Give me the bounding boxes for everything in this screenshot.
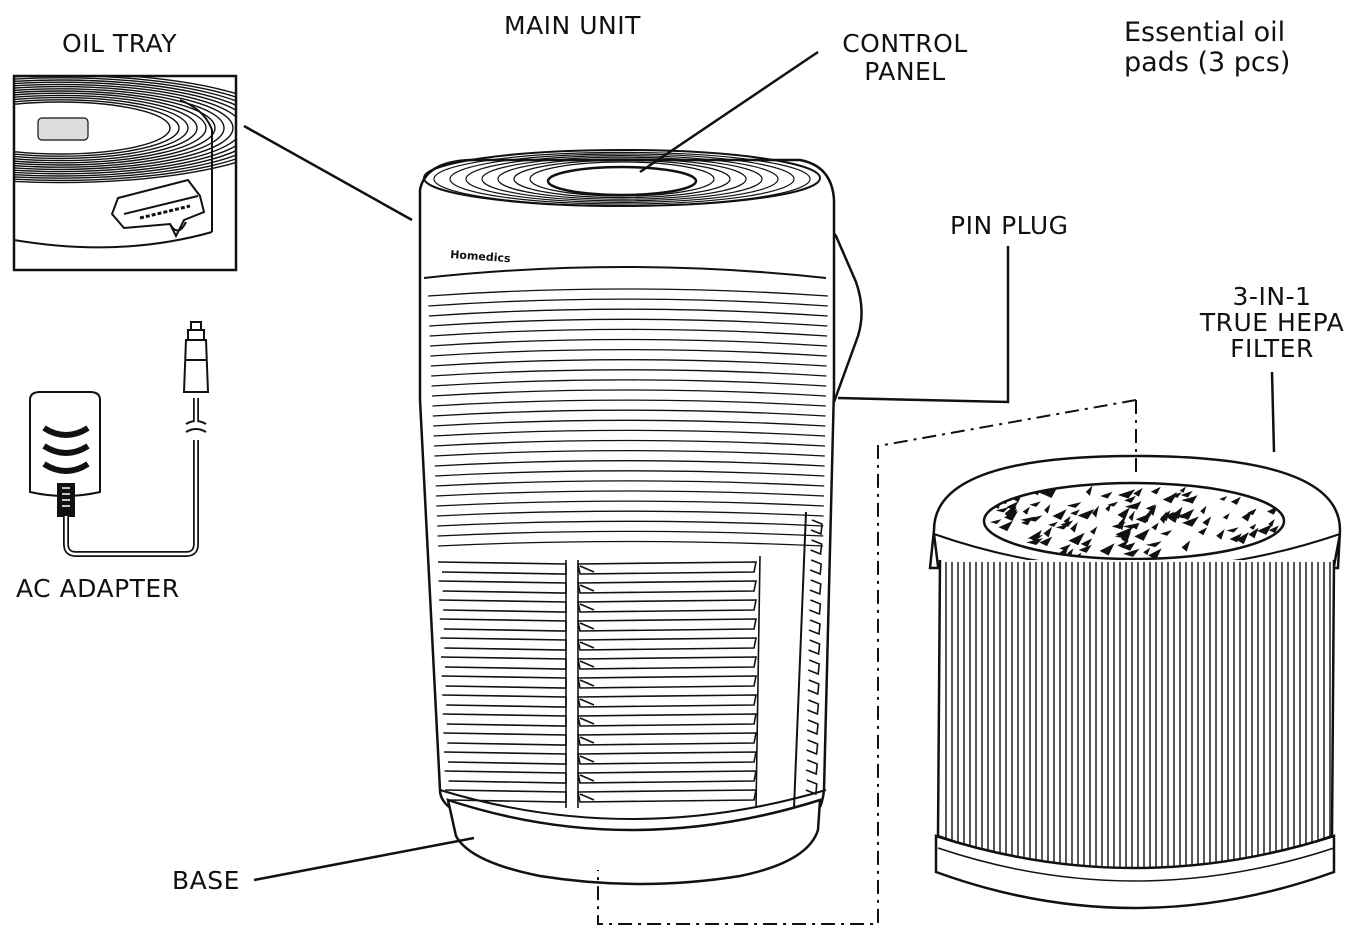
brand-logo: Homedics	[450, 248, 512, 265]
ac-adapter-label: AC ADAPTER	[16, 574, 180, 603]
essential-oil-pads-label: Essential oil pads (3 pcs)	[1124, 18, 1290, 78]
main-unit-drawing	[418, 149, 863, 886]
control-panel-label-line-2: PANEL	[864, 57, 946, 86]
oil-tray-leader	[243, 124, 413, 222]
essential-oil-pads-line-1: Essential oil	[1124, 17, 1286, 48]
control-panel-leader	[639, 50, 819, 174]
hepa-filter-drawing	[928, 454, 1342, 910]
hepa-filter-leader	[1270, 371, 1276, 453]
essential-oil-pads-line-2: pads (3 pcs)	[1124, 47, 1291, 78]
hepa-filter-label: 3-IN-1 TRUE HEPA FILTER	[1186, 284, 1354, 362]
hepa-filter-label-line-2: TRUE HEPA	[1199, 308, 1345, 337]
base-label: BASE	[172, 866, 240, 895]
pin-plug-label: PIN PLUG	[950, 211, 1069, 240]
ac-adapter-drawing	[29, 321, 210, 557]
control-panel-label-line-1: CONTROL	[842, 29, 968, 58]
base-leader	[253, 836, 475, 882]
callout-lines	[243, 50, 1276, 882]
hepa-filter-label-line-3: FILTER	[1230, 334, 1314, 363]
control-panel-label: CONTROL PANEL	[830, 30, 980, 86]
oil-tray-inset	[12, 74, 238, 272]
hepa-filter-label-line-1: 3-IN-1	[1232, 282, 1312, 311]
oil-tray-label: OIL TRAY	[62, 29, 177, 58]
assembly-dashed-lines	[597, 399, 1137, 925]
main-unit-label: MAIN UNIT	[504, 11, 641, 40]
pin-plug-leader	[837, 246, 1010, 404]
